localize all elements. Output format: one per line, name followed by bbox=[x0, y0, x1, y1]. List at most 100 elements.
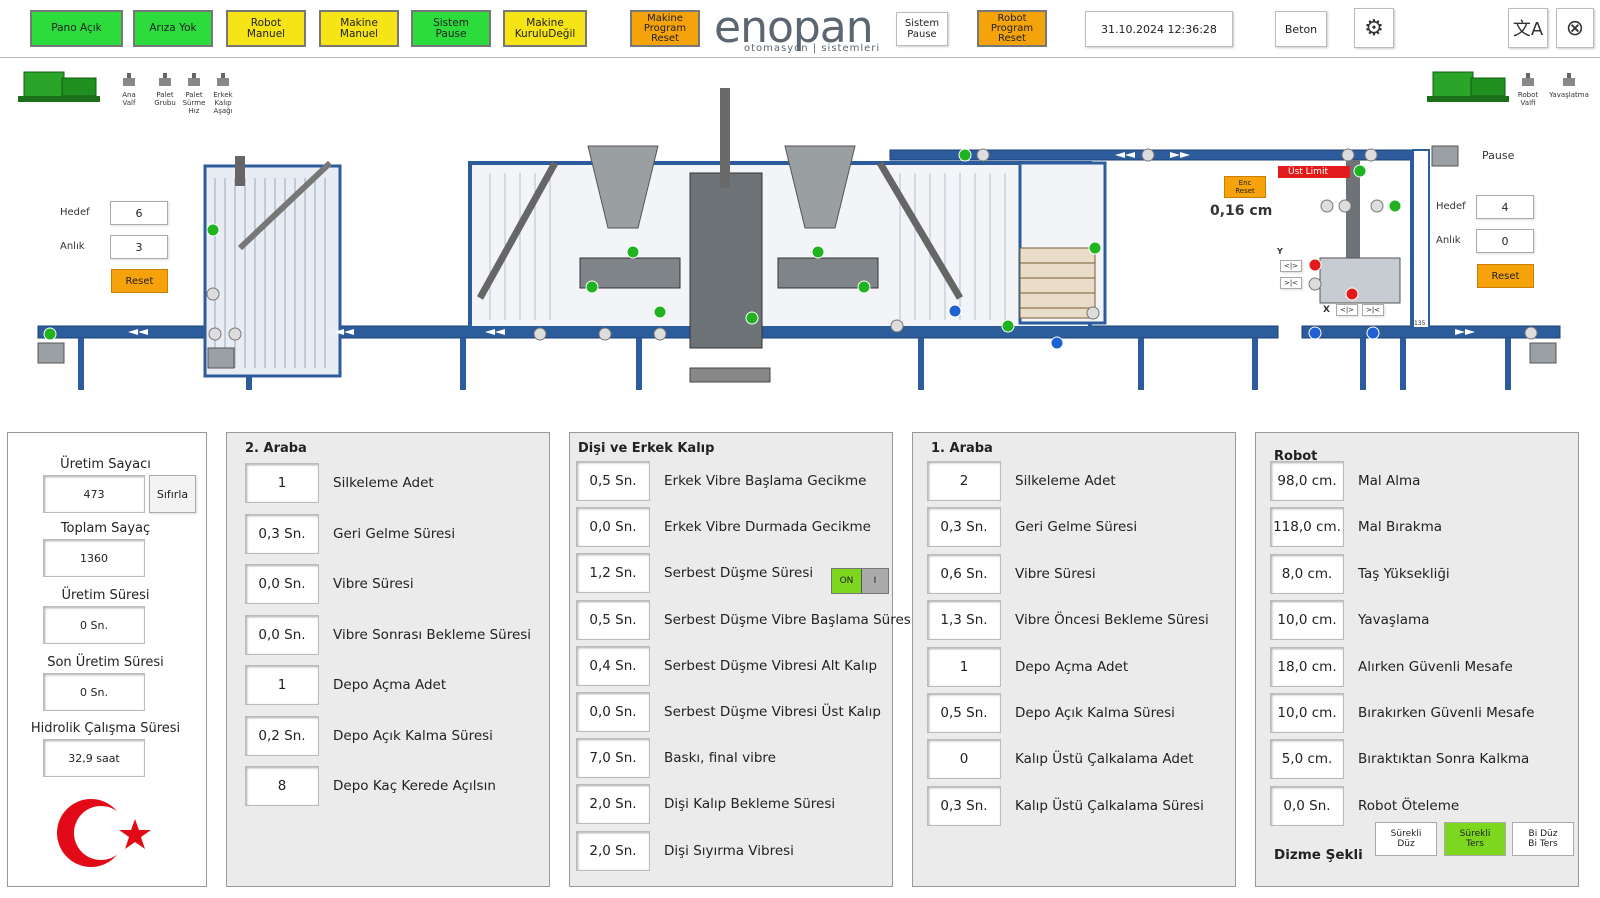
param-value-field[interactable]: 10,0 cm. bbox=[1270, 600, 1344, 641]
x-jog-button[interactable]: <|> bbox=[1336, 304, 1358, 316]
param-value-field[interactable]: 98,0 cm. bbox=[1270, 461, 1344, 501]
language-button[interactable]: 文A bbox=[1508, 8, 1548, 48]
left-pump-icon bbox=[18, 71, 100, 102]
right-target-field[interactable]: 4 bbox=[1476, 195, 1534, 219]
stacking-reverse-button[interactable]: Sürekli Ters bbox=[1444, 822, 1506, 856]
param-row: 0,0 Sn.Vibre Süresi bbox=[245, 564, 414, 604]
machine-manual-button[interactable]: Makine Manuel bbox=[319, 10, 399, 47]
param-row: 0,6 Sn. Vibre Süresi bbox=[927, 553, 1096, 594]
param-row: 0,5 Sn.Serbest Düşme Vibre Başlama Süres… bbox=[576, 599, 915, 640]
x-jog-in-button[interactable]: >|< bbox=[1362, 304, 1384, 316]
param-value-field[interactable]: 0,3 Sn. bbox=[245, 513, 319, 554]
param-label: Bırakırken Güvenli Mesafe bbox=[1358, 705, 1535, 721]
material-button[interactable]: Beton bbox=[1275, 11, 1327, 47]
male-mold-down-valve[interactable]: Erkek Kalıp Aşağı bbox=[210, 72, 236, 115]
param-value-field[interactable]: 0,6 Sn. bbox=[927, 553, 1001, 594]
param-value-field[interactable]: 0,0 Sn. bbox=[245, 564, 319, 604]
reset-counter-button[interactable]: Sıfırla bbox=[149, 475, 196, 513]
no-fault-button[interactable]: Arıza Yok bbox=[133, 10, 213, 47]
param-label: Baskı, final vibre bbox=[664, 750, 776, 767]
y-jog-in-button[interactable]: >|< bbox=[1280, 277, 1302, 289]
param-label: Vibre Süresi bbox=[1015, 565, 1096, 582]
param-value-field[interactable]: 8,0 cm. bbox=[1270, 553, 1344, 594]
system-pause-status-button[interactable]: Sistem Pause bbox=[411, 10, 491, 47]
param-row: 0,2 Sn.Depo Açık Kalma Süresi bbox=[245, 715, 493, 756]
production-time-field: 0 Sn. bbox=[43, 606, 145, 644]
robot-program-reset-button[interactable]: Robot Program Reset bbox=[977, 10, 1047, 47]
param-value-field[interactable]: 0,5 Sn. bbox=[576, 461, 650, 501]
param-value-field[interactable]: 2,0 Sn. bbox=[576, 830, 650, 871]
machine-visualization: Ana Valf Palet Grubu Palet Sürme Hız Erk… bbox=[0, 58, 1600, 403]
param-value-field[interactable]: 2 bbox=[927, 461, 1001, 501]
machine-not-installed-button[interactable]: Makine KuruluDeğil bbox=[503, 10, 587, 47]
param-label: Silkeleme Adet bbox=[333, 475, 434, 491]
y-jog-button[interactable]: <|> bbox=[1280, 260, 1302, 272]
param-value-field[interactable]: 5,0 cm. bbox=[1270, 739, 1344, 780]
param-row: 0,0 Sn. Erkek Vibre Durmada Gecikme bbox=[576, 507, 871, 548]
robot-valve[interactable]: Robot Valfi bbox=[1515, 72, 1541, 107]
conveyor-arrows bbox=[128, 152, 1475, 335]
param-value-field[interactable]: 0,4 Sn. bbox=[576, 645, 650, 686]
param-value-field[interactable]: 0,2 Sn. bbox=[245, 715, 319, 756]
param-value-field[interactable]: 8 bbox=[245, 766, 319, 806]
mold-title: Dişi ve Erkek Kalıp bbox=[578, 441, 715, 456]
total-counter-field: 1360 bbox=[43, 539, 145, 577]
stacking-alternate-button[interactable]: Bi Düz Bi Ters bbox=[1512, 822, 1574, 856]
param-row: 8,0 cm.Taş Yüksekliği bbox=[1270, 553, 1450, 594]
pallet-push-speed-valve[interactable]: Palet Sürme Hız bbox=[181, 72, 207, 115]
rail-value: 135 bbox=[1414, 320, 1426, 327]
main-valve[interactable]: Ana Valf bbox=[116, 72, 142, 107]
param-value-field[interactable]: 0 bbox=[927, 739, 1001, 780]
press-frame bbox=[468, 88, 1092, 383]
param-label: Alırken Güvenli Mesafe bbox=[1358, 658, 1513, 675]
param-value-field[interactable]: 1 bbox=[245, 665, 319, 705]
close-button[interactable]: ⊗ bbox=[1556, 8, 1594, 48]
param-value-field[interactable]: 0,0 Sn. bbox=[1270, 785, 1344, 826]
param-row: 0,0 Sn.Robot Öteleme bbox=[1270, 785, 1459, 826]
valve-icon bbox=[188, 73, 200, 86]
param-label: Erkek Vibre Durmada Gecikme bbox=[664, 519, 871, 536]
param-value-field[interactable]: 2,0 Sn. bbox=[576, 784, 650, 825]
turkish-flag-icon bbox=[57, 799, 151, 867]
left-current-label: Anlık bbox=[60, 241, 85, 252]
valve-icon bbox=[1522, 73, 1534, 86]
right-reset-button[interactable]: Reset bbox=[1477, 264, 1534, 288]
param-value-field[interactable]: 1,3 Sn. bbox=[927, 600, 1001, 641]
machine-program-reset-button[interactable]: Makine Program Reset bbox=[630, 10, 700, 47]
param-value-field[interactable]: 18,0 cm. bbox=[1270, 646, 1344, 687]
panel-open-button[interactable]: Pano Açık bbox=[30, 10, 123, 47]
production-time-label: Üretim Süresi bbox=[61, 588, 150, 603]
left-reset-button[interactable]: Reset bbox=[111, 269, 168, 293]
system-pause-button[interactable]: Sistem Pause bbox=[896, 12, 948, 46]
free-fall-toggle[interactable]: ON I bbox=[831, 568, 889, 594]
robot-manual-button[interactable]: Robot Manuel bbox=[226, 10, 306, 47]
left-target-field[interactable]: 6 bbox=[110, 201, 168, 225]
param-label: Mal Bırakma bbox=[1358, 519, 1443, 536]
param-value-field[interactable]: 1 bbox=[245, 463, 319, 503]
param-value-field[interactable]: 0,0 Sn. bbox=[576, 507, 650, 548]
param-value-field[interactable]: 1,2 Sn. bbox=[576, 553, 650, 594]
param-value-field[interactable]: 10,0 cm. bbox=[1270, 693, 1344, 733]
param-value-field[interactable]: 0,3 Sn. bbox=[927, 507, 1001, 548]
param-value-field[interactable]: 0,5 Sn. bbox=[576, 599, 650, 640]
pallet-group-valve[interactable]: Palet Grubu bbox=[152, 72, 178, 107]
param-value-field[interactable]: 0,5 Sn. bbox=[927, 693, 1001, 733]
param-label: Depo Açma Adet bbox=[1015, 658, 1129, 675]
param-label: Geri Gelme Süresi bbox=[333, 525, 456, 542]
param-value-field[interactable]: 0,0 Sn. bbox=[245, 614, 319, 655]
left-current-field: 3 bbox=[110, 235, 168, 259]
param-value-field[interactable]: 118,0 cm. bbox=[1270, 507, 1344, 548]
param-value-field[interactable]: 0,0 Sn. bbox=[576, 692, 650, 732]
settings-button[interactable]: ⚙ bbox=[1354, 8, 1394, 48]
y-axis-label: Y bbox=[1277, 247, 1283, 256]
valve-icon bbox=[159, 73, 171, 86]
encoder-reset-button[interactable]: Enc Reset bbox=[1224, 176, 1266, 198]
param-value-field[interactable]: 7,0 Sn. bbox=[576, 738, 650, 779]
last-production-time-label: Son Üretim Süresi bbox=[47, 655, 164, 670]
param-value-field[interactable]: 1 bbox=[927, 646, 1001, 687]
slowdown-valve[interactable]: Yavaşlatma bbox=[1547, 72, 1591, 99]
stacking-straight-button[interactable]: Sürekli Düz bbox=[1375, 822, 1437, 856]
param-value-field[interactable]: 0,3 Sn. bbox=[927, 785, 1001, 826]
